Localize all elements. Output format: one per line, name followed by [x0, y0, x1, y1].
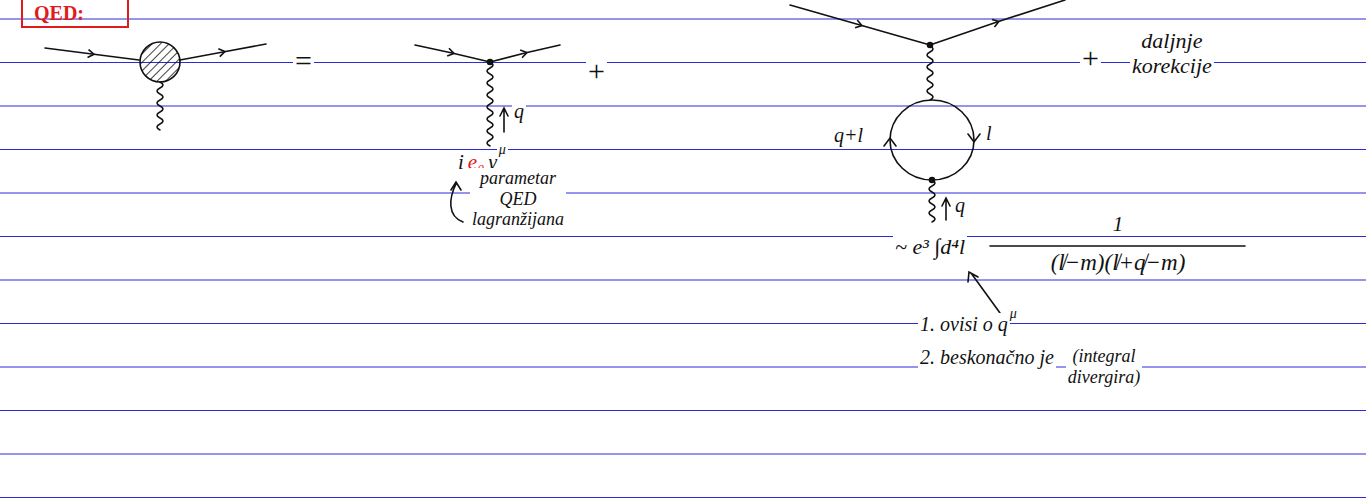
photon-line: [157, 82, 163, 130]
heading: QED:: [32, 2, 86, 25]
remark: (integral divergira): [1066, 346, 1142, 387]
fermion-loop: [890, 100, 974, 180]
vertex-blob: [140, 42, 180, 82]
title-frame: [22, 0, 128, 27]
fermion-line: [930, 0, 1065, 45]
fraction-numerator: 1: [1111, 212, 1126, 236]
lorentz-index: μ: [1008, 306, 1019, 322]
loop-arrow: [884, 138, 896, 146]
feynman-lines: [45, 0, 1245, 313]
momentum-label: l: [984, 122, 994, 145]
annotation: parametar QED lagranžijana: [470, 168, 566, 230]
photon-line: [929, 180, 935, 222]
note-text: daljnje korekcije: [1130, 28, 1214, 79]
fraction-bar: [990, 245, 1245, 247]
momentum-label: q+l: [832, 124, 865, 147]
momentum-arrow: [942, 198, 950, 220]
lorentz-index: μ: [497, 142, 508, 158]
remark: 2. beskonačno je: [918, 346, 1056, 369]
plus-sign: +: [586, 54, 607, 89]
notebook-ruling: [0, 19, 1366, 498]
fraction-denominator: (l̸−m)(l̸+q̸−m): [1049, 250, 1188, 276]
momentum-label: q: [512, 100, 526, 123]
momentum-arrow: [500, 108, 508, 132]
imaginary-unit: i: [456, 150, 466, 174]
pointer-arrow: [968, 272, 1000, 313]
pointer-arrow: [451, 182, 463, 222]
fermion-line: [490, 45, 560, 62]
loop-arrow: [968, 134, 980, 142]
photon-line: [927, 46, 933, 100]
remark: 1. ovisi o q: [918, 313, 1010, 336]
momentum-label: q: [953, 194, 967, 217]
plus-sign: +: [1080, 41, 1101, 76]
equals-sign: =: [293, 44, 314, 79]
fermion-line: [180, 44, 266, 60]
fermion-line: [415, 45, 490, 62]
photon-line: [487, 62, 493, 146]
fermion-line: [790, 5, 930, 45]
integral-expression: ~ e³ ∫d⁴l: [893, 234, 967, 259]
fermion-line: [45, 48, 139, 60]
